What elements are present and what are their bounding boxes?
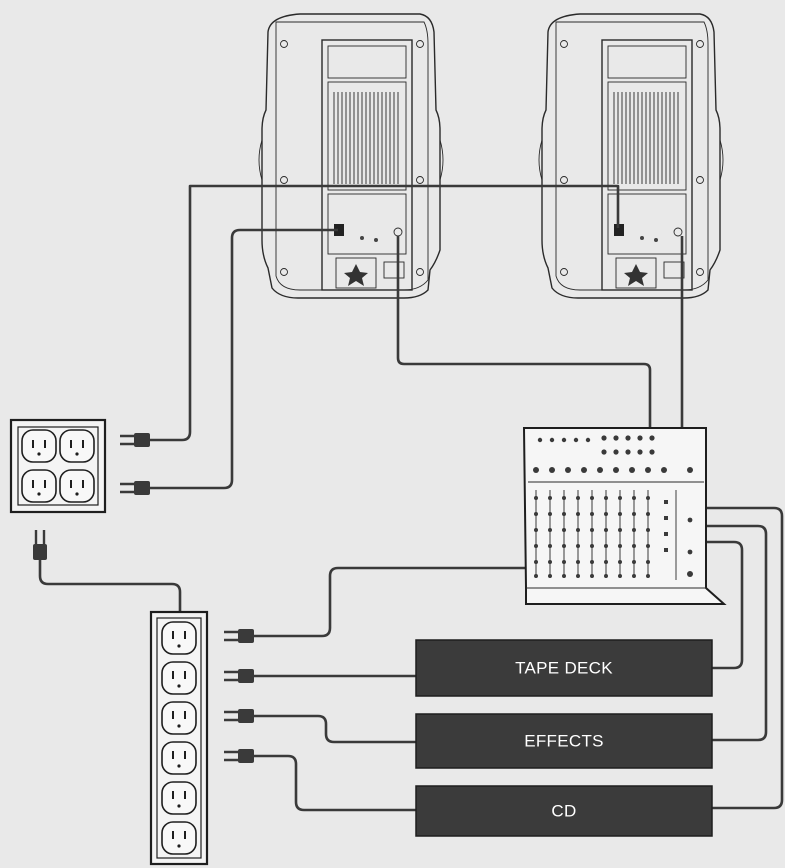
cd-box: CD — [415, 785, 713, 837]
plug-icon — [33, 530, 47, 560]
effects-audio-cable — [706, 524, 768, 742]
effects-power-cable — [254, 714, 416, 744]
plug-icon — [224, 709, 254, 723]
plug-icon — [224, 749, 254, 763]
plug-icon — [120, 481, 150, 495]
cd-power-cable — [254, 754, 416, 812]
power-outlet-icon — [9, 418, 107, 514]
cd-label: CD — [551, 801, 576, 820]
tape-deck-audio-cable — [706, 540, 744, 670]
plug-icon — [120, 433, 150, 447]
mixer-icon — [522, 427, 727, 605]
effects-label: EFFECTS — [524, 731, 604, 750]
left-speaker-power-cable — [150, 228, 338, 490]
effects-box: EFFECTS — [415, 713, 713, 769]
tape-deck-label: TAPE DECK — [515, 658, 613, 677]
plug-icon — [224, 629, 254, 643]
right-speaker-power-cable — [150, 184, 620, 442]
tape-deck-box: TAPE DECK — [415, 639, 713, 697]
left-speaker-icon — [258, 13, 444, 299]
power-strip-feed-cable — [38, 560, 182, 612]
left-speaker-signal-cable — [396, 236, 652, 428]
power-strip-icon — [149, 610, 209, 866]
mixer-power-cable — [254, 566, 526, 638]
right-speaker-icon — [538, 13, 724, 299]
plug-icon — [224, 669, 254, 683]
cd-audio-cable — [706, 506, 784, 810]
